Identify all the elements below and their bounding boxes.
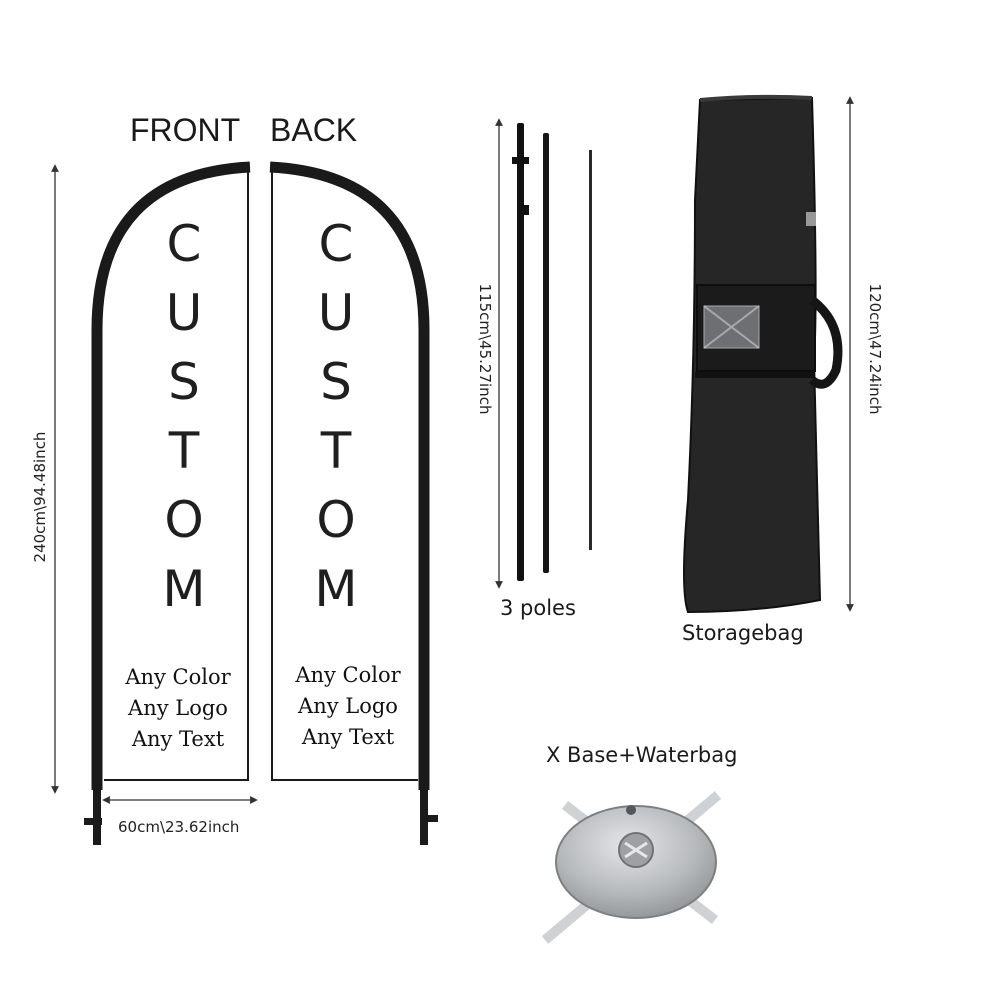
front-letter: S bbox=[168, 353, 200, 411]
back-letter: T bbox=[320, 422, 352, 480]
back-feature-logo: Any Logo bbox=[298, 694, 398, 718]
back-letter: C bbox=[318, 215, 354, 273]
storage-bag bbox=[683, 94, 843, 614]
back-feature-text: Any Text bbox=[301, 725, 395, 749]
front-letter: C bbox=[166, 215, 202, 273]
back-letter: M bbox=[314, 560, 358, 618]
front-features: Any Color Any Logo Any Text bbox=[110, 662, 246, 755]
x-base-waterbag bbox=[541, 791, 722, 944]
bag-length-label: 120cm\47.24inch bbox=[866, 283, 884, 415]
base-label: X Base+Waterbag bbox=[546, 743, 738, 767]
front-letter: T bbox=[168, 422, 200, 480]
front-feature-color: Any Color bbox=[125, 665, 231, 689]
back-flag bbox=[269, 161, 438, 845]
poles-label: 3 poles bbox=[500, 596, 576, 620]
front-feature-logo: Any Logo bbox=[128, 696, 228, 720]
back-letter: S bbox=[320, 353, 352, 411]
front-letter: O bbox=[164, 491, 204, 549]
front-feature-text: Any Text bbox=[131, 727, 225, 751]
front-flag bbox=[84, 161, 251, 845]
front-letter: M bbox=[162, 560, 206, 618]
poles bbox=[512, 123, 592, 581]
flag-height-label: 240cm\94.48inch bbox=[31, 431, 49, 563]
front-letter: U bbox=[165, 284, 203, 342]
storage-bag-label: Storagebag bbox=[682, 621, 804, 645]
back-heading: BACK bbox=[270, 112, 358, 148]
back-letter: U bbox=[317, 284, 355, 342]
pole-length-label: 115cm\45.27inch bbox=[476, 283, 494, 415]
front-heading: FRONT bbox=[130, 112, 241, 148]
flag-width-label: 60cm\23.62inch bbox=[118, 818, 240, 836]
back-feature-color: Any Color bbox=[295, 663, 401, 687]
back-letter: O bbox=[316, 491, 356, 549]
back-custom-text: C U S T O M bbox=[306, 215, 366, 629]
front-custom-text: C U S T O M bbox=[154, 215, 214, 629]
back-features: Any Color Any Logo Any Text bbox=[280, 660, 416, 753]
